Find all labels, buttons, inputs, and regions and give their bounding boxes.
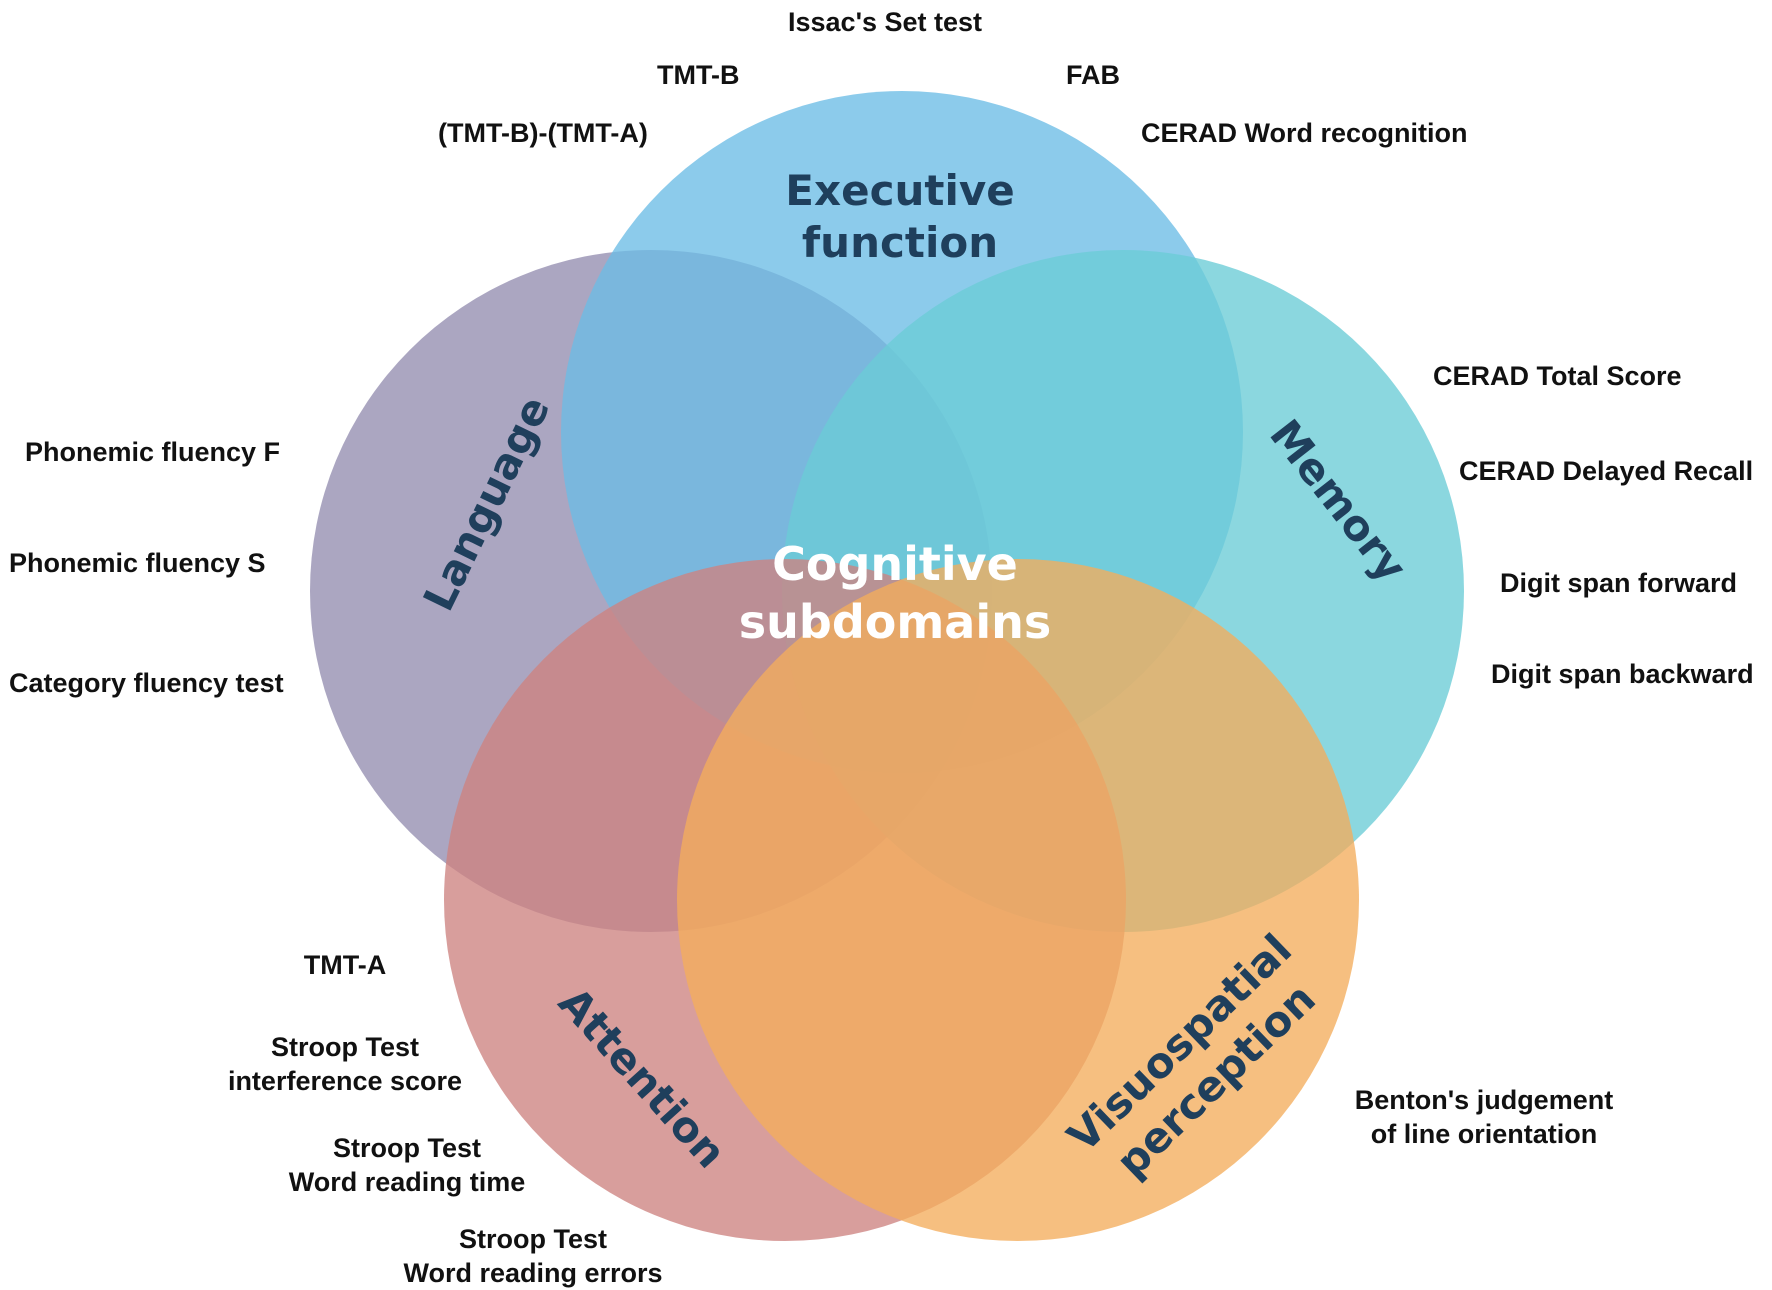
test-label: TMT-B: [657, 60, 740, 90]
test-label: Category fluency test: [9, 668, 284, 698]
test-label: Benton's judgement of line orientation: [1354, 1085, 1614, 1149]
test-label: Digit span backward: [1491, 659, 1754, 689]
test-label: (TMT-B)-(TMT-A): [438, 118, 648, 148]
center-title: Cognitive subdomains: [738, 537, 1052, 649]
visuospatial-circle: [677, 559, 1359, 1241]
test-label: Digit span forward: [1500, 568, 1738, 598]
test-label: Issac's Set test: [788, 7, 983, 37]
test-label: CERAD Total Score: [1433, 361, 1682, 391]
test-label: FAB: [1066, 60, 1120, 90]
test-label: Stroop Test interference score: [227, 1032, 463, 1096]
test-label: CERAD Delayed Recall: [1459, 456, 1754, 486]
test-label: Phonemic fluency S: [9, 548, 266, 578]
test-label: Phonemic fluency F: [25, 437, 281, 467]
domain-label-executive: Executive function: [785, 166, 1015, 267]
test-label: CERAD Word recognition: [1141, 118, 1468, 148]
test-label: TMT-A: [303, 950, 387, 980]
test-label: Stroop Test Word reading time: [288, 1133, 526, 1197]
test-label: Stroop Test Word reading errors: [403, 1224, 663, 1288]
